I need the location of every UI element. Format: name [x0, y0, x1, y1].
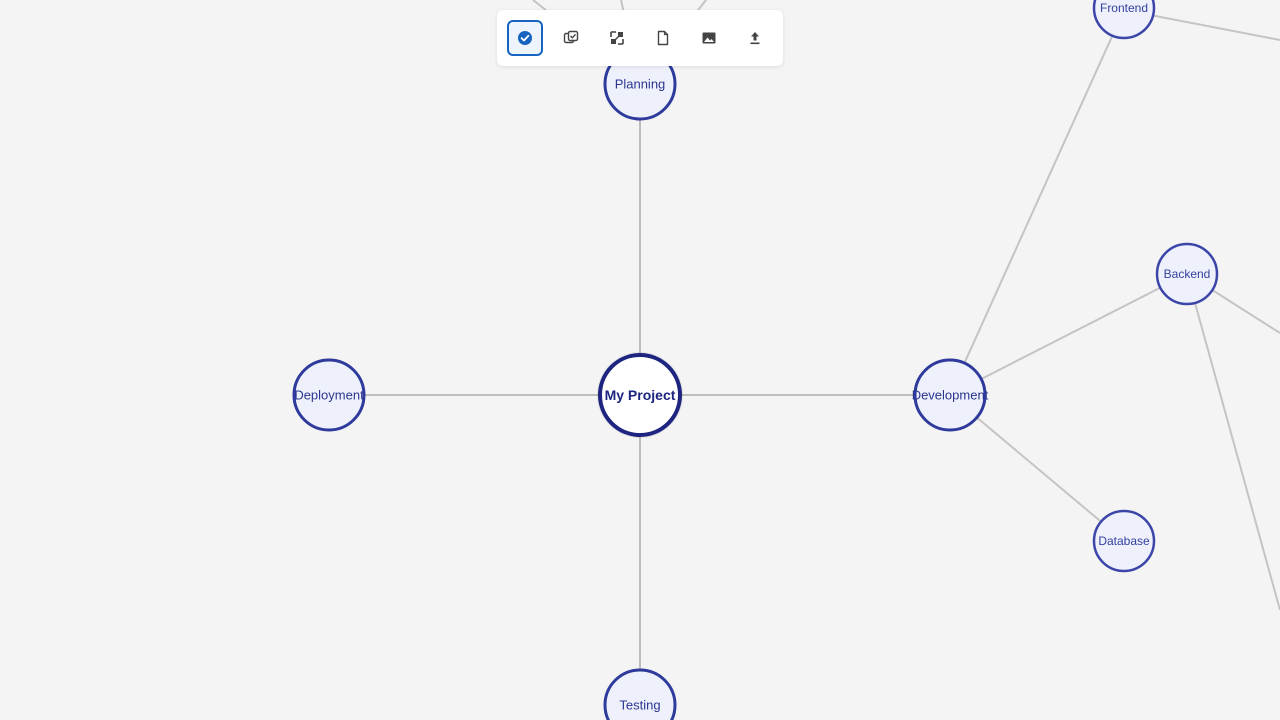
node-backend-label: Backend [1164, 267, 1211, 281]
node-backend[interactable]: Backend [1155, 242, 1219, 306]
node-frontend[interactable]: Frontend [1092, 0, 1156, 40]
node-development[interactable]: Development [912, 358, 989, 432]
node-database[interactable]: Database [1092, 509, 1156, 573]
export-image-button[interactable] [691, 20, 727, 56]
node-development-label: Development [912, 388, 989, 403]
toolbar [497, 10, 783, 66]
select-tool-button[interactable] [507, 20, 543, 56]
edge-development-frontend [949, 9, 1125, 396]
edge-development-backend [949, 273, 1188, 396]
fit-layout-icon [610, 31, 624, 45]
layers-check-icon [563, 30, 579, 44]
image-icon [702, 32, 716, 44]
node-testing-label: Testing [619, 698, 660, 713]
node-planning-label: Planning [615, 77, 666, 92]
layout-tool-button[interactable] [599, 20, 635, 56]
edges [329, 0, 1280, 705]
document-icon [657, 30, 669, 46]
edge-backend-offscreen-b [1186, 273, 1280, 611]
node-deployment[interactable]: Deployment [292, 358, 366, 432]
upload-icon [750, 32, 760, 45]
edge-development-database [949, 394, 1125, 542]
node-testing[interactable]: Testing [603, 668, 677, 720]
check-circle-icon [518, 31, 532, 45]
export-button[interactable] [737, 20, 773, 56]
node-deployment-label: Deployment [294, 388, 364, 403]
node-root[interactable]: My Project [597, 352, 683, 438]
multi-select-tool-button[interactable] [553, 20, 589, 56]
node-frontend-label: Frontend [1100, 1, 1148, 15]
new-document-button[interactable] [645, 20, 681, 56]
node-database-label: Database [1098, 534, 1150, 548]
node-root-label: My Project [605, 387, 676, 403]
